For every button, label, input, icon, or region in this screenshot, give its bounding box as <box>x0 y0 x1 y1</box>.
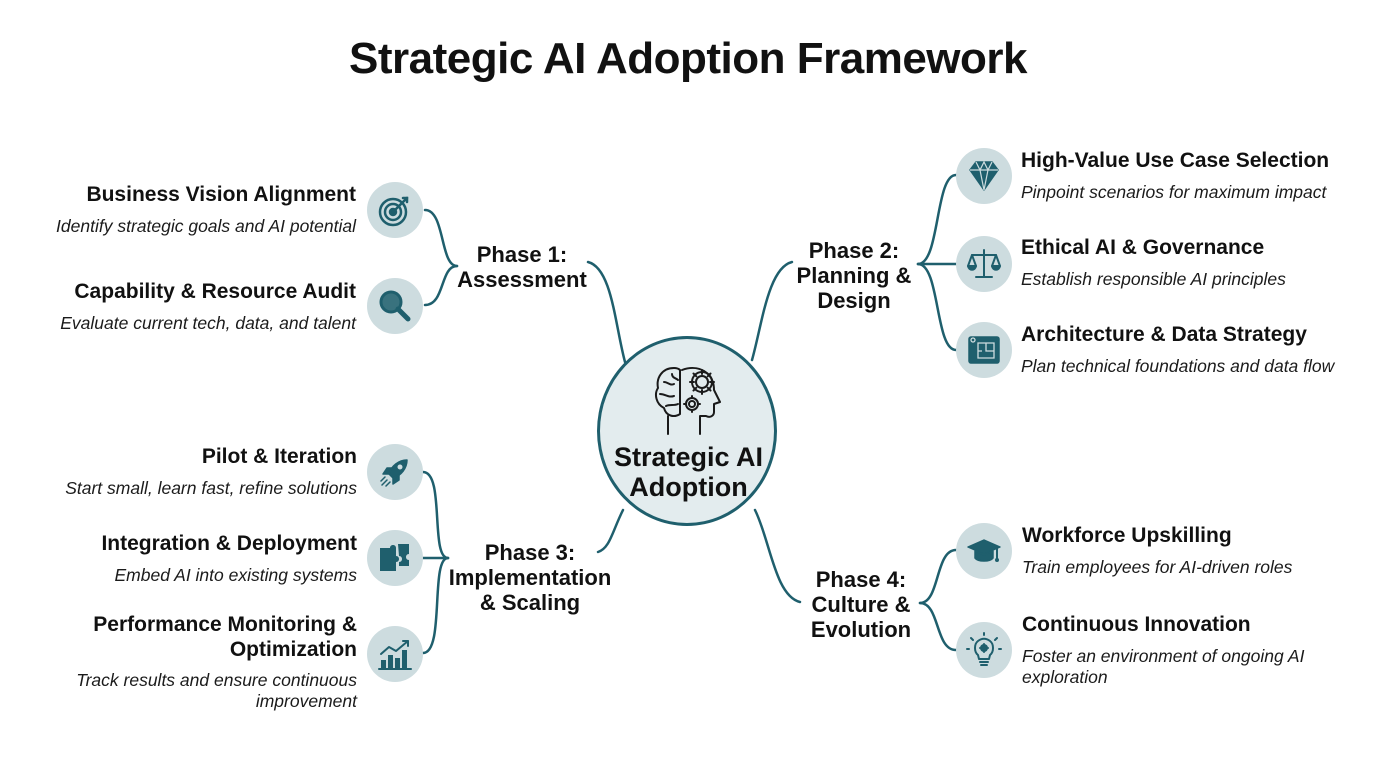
growth-chart-icon <box>378 640 412 670</box>
magnifier-icon <box>379 290 411 322</box>
connector-center-phase2 <box>750 260 794 362</box>
item-desc-monitoring-line2: improvement <box>255 691 357 711</box>
item-title-business-vision: Business Vision Alignment <box>86 183 356 206</box>
item-icon-bg-integration <box>367 530 423 586</box>
item-title-architecture: Architecture & Data Strategy <box>1021 323 1307 346</box>
phase-4-line3: Evolution <box>810 617 912 642</box>
item-desc-ethics: Establish responsible AI principles <box>1021 269 1286 289</box>
item-desc-monitoring: Track results and ensure continuous impr… <box>76 670 357 712</box>
item-icon-bg-ethics <box>956 236 1012 292</box>
lightbulb-icon <box>966 632 1002 666</box>
item-desc-integration: Embed AI into existing systems <box>114 565 357 585</box>
puzzle-icon <box>380 544 409 571</box>
item-desc-innovation: Foster an environment of ongoing AI expl… <box>1022 646 1304 688</box>
phase-4-label: Phase 4: Culture & Evolution <box>796 567 926 642</box>
item-icon-bg-architecture <box>956 322 1012 378</box>
item-title-monitoring-line1: Performance Monitoring & <box>93 613 357 636</box>
head-gears-icon <box>655 367 721 435</box>
connector-phase3-item1 <box>421 470 450 560</box>
item-icon-bg-use-case <box>956 148 1012 204</box>
item-desc-pilot: Start small, learn fast, refine solution… <box>65 478 357 498</box>
item-desc-upskilling: Train employees for AI-driven roles <box>1022 557 1293 577</box>
item-icon-bg-upskilling <box>956 523 1012 579</box>
item-desc-innovation-line2: exploration <box>1022 667 1108 687</box>
item-title-pilot: Pilot & Iteration <box>201 445 357 468</box>
item-title-innovation: Continuous Innovation <box>1022 613 1251 636</box>
phase-2-label: Phase 2: Planning & Design <box>788 238 920 313</box>
item-desc-capability-audit: Evaluate current tech, data, and talent <box>60 313 356 333</box>
item-title-use-case: High-Value Use Case Selection <box>1021 149 1330 172</box>
phase-2-line1: Phase 2: <box>808 238 900 263</box>
item-icon-bg-monitoring <box>367 626 423 682</box>
item-title-monitoring-line2: Optimization <box>229 638 357 661</box>
item-desc-business-vision: Identify strategic goals and AI potentia… <box>56 216 356 236</box>
diamond-icon <box>969 160 999 191</box>
connector-phase2-item1 <box>916 173 958 266</box>
item-desc-architecture: Plan technical foundations and data flow <box>1021 356 1335 376</box>
center-label-line2: Adoption <box>629 472 748 502</box>
scales-icon <box>967 249 1001 278</box>
item-icon-bg-capability-audit <box>367 278 423 334</box>
center-label-line1: Strategic AI <box>613 442 764 472</box>
phase-2-line3: Design <box>817 288 891 313</box>
phase-2-line2: Planning & <box>796 263 912 288</box>
center-label: Strategic AI Adoption <box>597 442 780 502</box>
phase-4-line2: Culture & <box>811 592 911 617</box>
graduation-cap-icon <box>967 539 1001 562</box>
item-title-ethics: Ethical AI & Governance <box>1021 236 1265 259</box>
connector-phase2-item3 <box>916 262 958 352</box>
diagram-title: Strategic AI Adoption Framework <box>349 34 1028 83</box>
item-icon-bg-innovation <box>956 622 1012 678</box>
target-icon <box>378 196 409 227</box>
connector-center-phase3 <box>596 508 625 554</box>
item-title-monitoring: Performance Monitoring & Optimization <box>93 612 357 662</box>
connector-phase4-item1 <box>918 548 958 605</box>
item-title-capability-audit: Capability & Resource Audit <box>74 280 356 303</box>
item-desc-monitoring-line1: Track results and ensure continuous <box>76 670 357 690</box>
connector-phase1-item2 <box>423 264 459 307</box>
rocket-icon <box>380 459 408 487</box>
phase-4-line1: Phase 4: <box>815 567 907 592</box>
phase-1-line1: Phase 1: <box>476 242 568 267</box>
item-icon-bg-pilot <box>367 444 423 500</box>
connector-center-phase4 <box>753 508 802 604</box>
phase-3-line1: Phase 3: <box>484 540 576 565</box>
item-desc-innovation-line1: Foster an environment of ongoing AI <box>1022 646 1305 666</box>
phase-1-line2: Assessment <box>457 267 587 292</box>
connector-center-phase1 <box>586 260 627 364</box>
item-icon-bg-business-vision <box>367 182 423 238</box>
phase-3-line3: & Scaling <box>479 590 581 615</box>
connector-phase4-item2 <box>918 601 958 652</box>
phase-3-label: Phase 3: Implementation & Scaling <box>440 540 620 615</box>
connector-phase1-item1 <box>423 208 459 268</box>
item-title-upskilling: Workforce Upskilling <box>1022 524 1232 547</box>
item-desc-use-case: Pinpoint scenarios for maximum impact <box>1021 182 1327 202</box>
phase-1-label: Phase 1: Assessment <box>452 242 592 292</box>
phase-3-line2: Implementation <box>448 565 612 590</box>
connector-phase3-item3 <box>421 556 450 655</box>
item-title-integration: Integration & Deployment <box>101 532 357 555</box>
blueprint-icon <box>968 336 1000 364</box>
